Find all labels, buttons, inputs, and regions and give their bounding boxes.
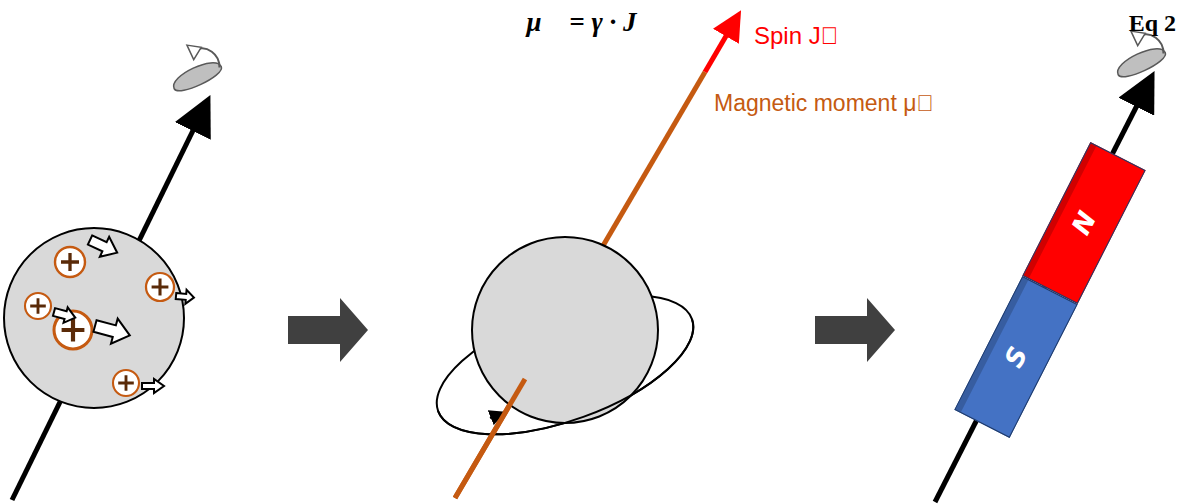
equation-number: Eq 2	[1060, 9, 1176, 38]
spin-label: Spin J⃗	[754, 22, 839, 51]
magnet-north-pole: N	[1022, 142, 1145, 304]
equation: μ⃗ = γ · J⃗	[0, 6, 1184, 38]
pole-letter: S	[998, 342, 1033, 372]
moment-label: Magnetic moment μ⃗	[714, 90, 934, 118]
magnet-south-pole: S	[954, 276, 1077, 438]
pole-letter: N	[1066, 207, 1103, 240]
